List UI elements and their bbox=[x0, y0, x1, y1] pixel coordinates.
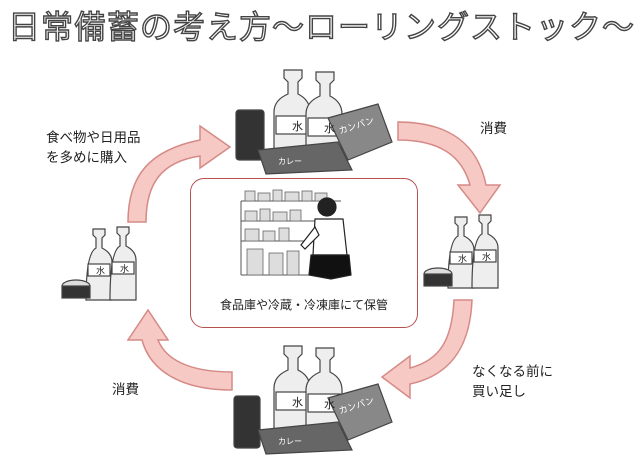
step-buy-line2: を多めに購入 bbox=[46, 150, 127, 166]
bottle-label-6: 水 bbox=[120, 263, 129, 275]
bottle-label-4: 水 bbox=[482, 251, 491, 263]
bottle-label-5: 水 bbox=[96, 265, 105, 277]
curry-label-top: カレー bbox=[278, 157, 302, 166]
bottle-label-8: 水 bbox=[324, 398, 335, 411]
pantry-illustration bbox=[240, 189, 352, 280]
step-replenish-line1: なくなる前に bbox=[472, 364, 553, 380]
stock-group-bottom: 水 水 カンパン カレー bbox=[233, 345, 393, 455]
arrow-buy bbox=[127, 124, 232, 223]
storage-box: 食品庫や冷蔵・冷凍庫にて保管 bbox=[190, 178, 418, 328]
arrow-replenish bbox=[380, 299, 473, 400]
step-replenish-line2: 買い足し bbox=[472, 384, 526, 400]
bottle-label-1: 水 bbox=[292, 120, 303, 133]
step-consume-top-label: 消費 bbox=[480, 121, 507, 137]
stock-group-right: 水 水 bbox=[423, 214, 499, 289]
storage-caption: 食品庫や冷蔵・冷凍庫にて保管 bbox=[219, 298, 388, 312]
stock-group-top: 水 水 カンパン カレー bbox=[235, 69, 393, 175]
arrow-consume-top bbox=[397, 121, 502, 215]
arrow-consume-bottom bbox=[126, 308, 233, 391]
page-title: 日常備蓄の考え方～ローリングストック～ bbox=[7, 7, 636, 46]
bottle-label-3: 水 bbox=[458, 253, 467, 265]
step-replenish-label: なくなる前に 買い足し bbox=[472, 362, 553, 402]
curry-label-bottom: カレー bbox=[278, 437, 302, 446]
bottle-label-7: 水 bbox=[292, 396, 303, 409]
step-consume-bottom-label: 消費 bbox=[112, 382, 139, 398]
step-buy-line1: 食べ物や日用品 bbox=[46, 130, 141, 146]
stock-group-left: 水 水 bbox=[61, 226, 137, 301]
step-buy-label: 食べ物や日用品 を多めに購入 bbox=[46, 128, 141, 168]
bottle-label-2: 水 bbox=[324, 122, 335, 135]
